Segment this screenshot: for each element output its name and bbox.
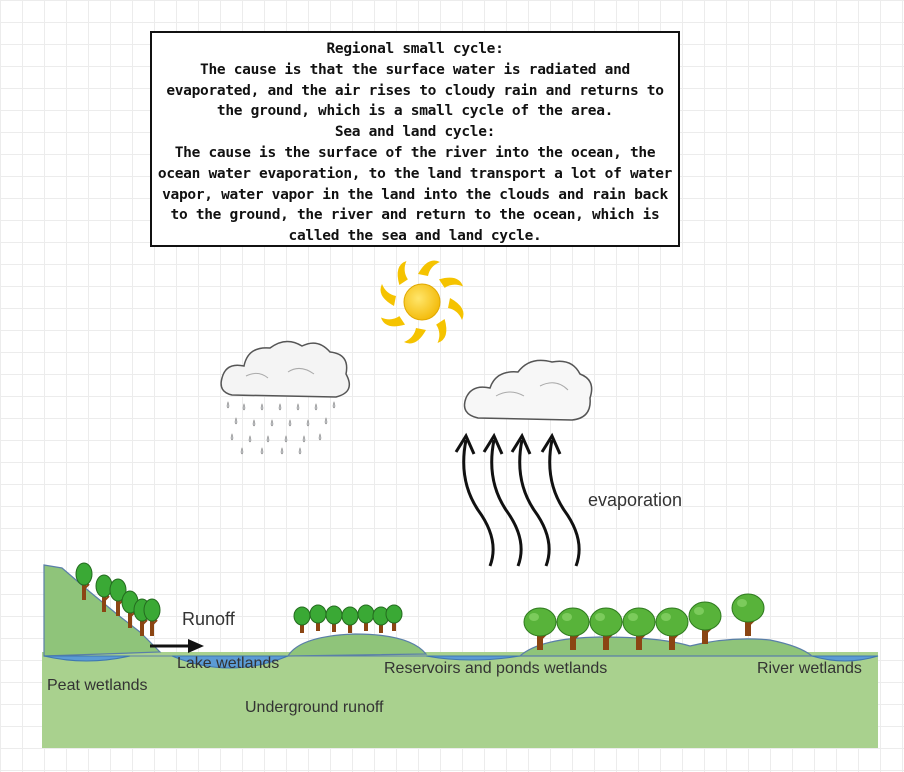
sun-icon — [380, 260, 464, 344]
arrow-right-icon — [150, 639, 204, 653]
underground-runoff-label: Underground runoff — [245, 699, 384, 716]
evaporation-arrows — [454, 432, 581, 567]
reservoirs-ponds-wetlands-label: Reservoirs and ponds wetlands — [384, 660, 608, 677]
explanation-box: Regional small cycle: The cause is that … — [150, 31, 680, 247]
lake-wetlands-label: Lake wetlands — [177, 655, 280, 672]
evaporation-arrow-icon — [482, 432, 523, 567]
runoff-label: Runoff — [182, 609, 235, 629]
tree-icon — [687, 600, 723, 646]
tree-icon — [730, 592, 766, 638]
hill-trees — [293, 604, 403, 634]
sea-land-cycle-text: The cause is the surface of the river in… — [157, 144, 673, 245]
cloud-icon — [463, 359, 593, 421]
rain-cloud-icon — [220, 340, 351, 455]
tree-icon — [385, 604, 403, 632]
regional-cycle-title: Regional small cycle: — [326, 41, 504, 57]
tree-icon — [143, 598, 161, 637]
peat-wetlands-label: Peat wetlands — [47, 677, 148, 694]
evaporation-arrow-icon — [454, 432, 495, 567]
evaporation-label: evaporation — [588, 490, 683, 510]
tree-icon — [357, 604, 375, 632]
regional-cycle-text: The cause is that the surface water is r… — [166, 61, 664, 120]
sea-land-cycle-title: Sea and land cycle: — [334, 124, 496, 141]
river-wetlands-label: River wetlands — [757, 660, 862, 677]
tree-icon — [341, 606, 359, 634]
tree-icon — [325, 605, 343, 633]
evaporation-arrow-icon — [540, 432, 581, 567]
tree-icon — [293, 606, 311, 634]
water-bodies — [43, 655, 879, 669]
evaporation-arrow-icon — [510, 432, 551, 567]
tree-icon — [309, 604, 327, 632]
